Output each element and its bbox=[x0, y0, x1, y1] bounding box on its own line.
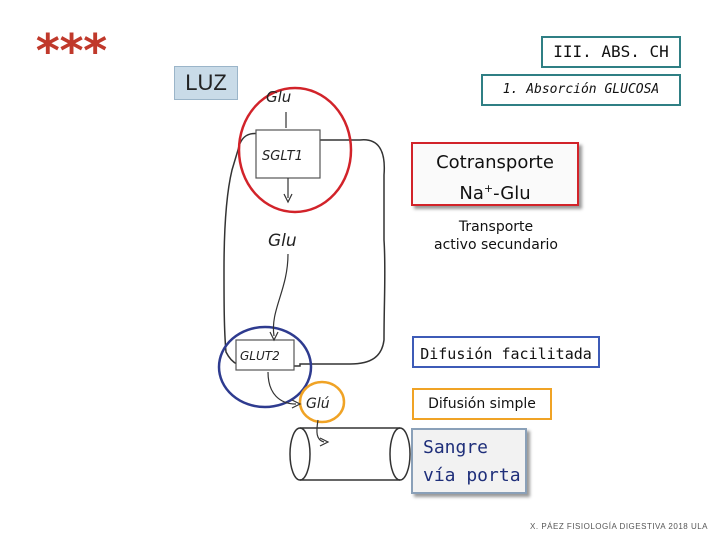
glut2-highlight-ring bbox=[217, 325, 313, 409]
section-subtitle: 1. Absorción GLUCOSA bbox=[481, 74, 681, 106]
blood-line1: Sangre bbox=[423, 437, 489, 458]
transport-line2: activo secundario bbox=[434, 237, 558, 253]
sglt1-label: SGLT1 bbox=[262, 149, 303, 164]
glut2-label: GLUT2 bbox=[240, 349, 280, 363]
glu-out-label: Glú bbox=[306, 396, 330, 412]
blood-line2: vía porta bbox=[423, 465, 521, 486]
sglt1-box bbox=[255, 129, 321, 179]
section-title: III. ABS. CH bbox=[541, 36, 681, 68]
enterocyte-outline bbox=[223, 132, 386, 368]
arrow-out-of-glut2 bbox=[267, 371, 297, 405]
arrow-to-glut2 bbox=[272, 253, 289, 337]
blood-portal-box: Sangre vía porta bbox=[411, 428, 527, 494]
transport-type-label: Transporte activo secundario bbox=[418, 218, 574, 254]
cotransport-box: Cotransporte Na+-Glu bbox=[411, 142, 579, 206]
vessel-right-end bbox=[389, 427, 411, 481]
facilitated-diffusion-box: Difusión facilitada bbox=[412, 336, 600, 368]
arrow-into-blood bbox=[316, 419, 325, 443]
cotransport-line2: Na+-Glu bbox=[459, 182, 531, 204]
glu-out-highlight-ring bbox=[298, 380, 346, 424]
sglt1-highlight-ring bbox=[237, 86, 353, 214]
glut2-box bbox=[235, 339, 295, 371]
footer-credit: X. PÁEZ FISIOLOGÍA DIGESTIVA 2018 ULA bbox=[530, 522, 708, 531]
simple-diffusion-box: Difusión simple bbox=[412, 388, 552, 420]
transport-line1: Transporte bbox=[458, 219, 534, 235]
glu-top-label: Glu bbox=[266, 88, 291, 106]
cotransport-line1: Cotransporte bbox=[436, 152, 554, 173]
vessel-left-end bbox=[289, 427, 311, 481]
glu-mid-label: Glu bbox=[268, 231, 297, 251]
lumen-label: LUZ bbox=[174, 66, 238, 100]
importance-stars: *** bbox=[34, 24, 109, 78]
arrow-head-1 bbox=[283, 193, 293, 204]
